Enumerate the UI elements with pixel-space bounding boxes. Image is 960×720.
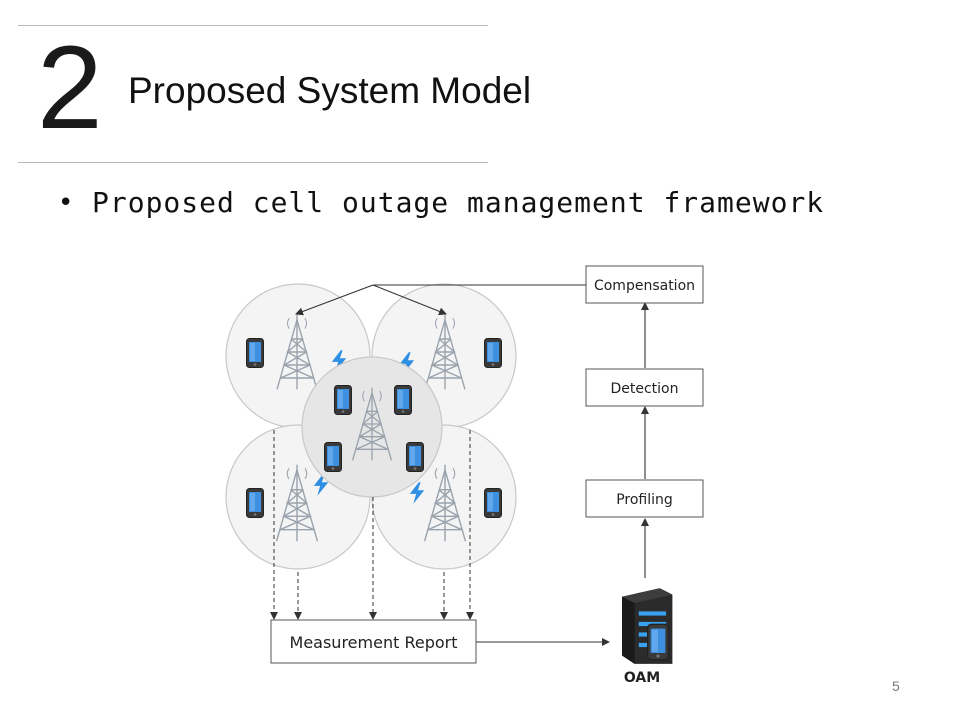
phone-icon <box>246 488 264 518</box>
profiling-label: Profiling <box>616 492 673 508</box>
phone-icon <box>394 385 412 415</box>
bullet-icon: • <box>58 187 74 218</box>
compensation-feedback-arrows <box>295 284 586 316</box>
bullet-text: Proposed cell outage management framewor… <box>92 186 825 219</box>
compensation-box: Compensation <box>585 265 704 304</box>
slide-title: Proposed System Model <box>128 70 532 111</box>
phone-icon <box>324 442 342 472</box>
measurement-report-box: Measurement Report <box>270 619 477 664</box>
measurement-report-label: Measurement Report <box>290 633 458 652</box>
cell-center <box>301 356 443 498</box>
phone-icon <box>484 488 502 518</box>
bullet-item: • Proposed cell outage management framew… <box>58 186 824 219</box>
compensation-label: Compensation <box>594 278 695 294</box>
profiling-box: Profiling <box>585 479 704 518</box>
detection-box: Detection <box>585 368 704 407</box>
report-dashed-lines <box>270 430 474 620</box>
oam-label: OAM <box>624 670 660 686</box>
detection-label: Detection <box>610 381 678 397</box>
page-number: 5 <box>892 678 900 694</box>
pipeline-arrows <box>476 302 649 646</box>
phone-icon <box>406 442 424 472</box>
phone-icon <box>246 338 264 368</box>
phone-icon <box>334 385 352 415</box>
section-number: 2 <box>37 22 103 154</box>
oam-server: OAM <box>622 588 673 686</box>
phone-icon <box>484 338 502 368</box>
phone-icon <box>647 623 669 661</box>
bottom-divider <box>18 162 488 163</box>
top-divider <box>18 25 488 26</box>
